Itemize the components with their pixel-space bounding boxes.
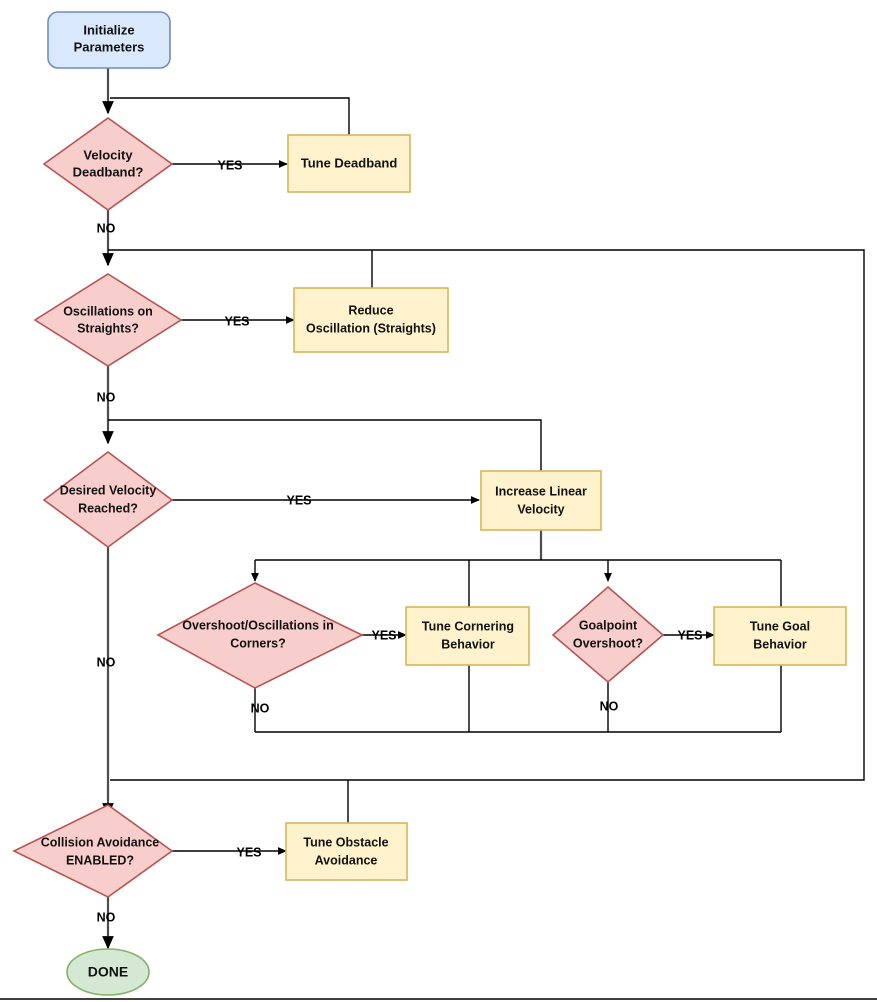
- node-desired-velocity-decision[interactable]: Desired Velocity Reached?: [42, 451, 174, 548]
- node-reduce-oscillation-label-2: Oscillation (Straights): [306, 321, 436, 335]
- node-tune-cornering-behavior[interactable]: Tune Cornering Behavior: [405, 606, 530, 666]
- node-increase-linear-velocity-shape: [480, 470, 602, 531]
- node-desired-velocity-label-2: Reached?: [78, 501, 138, 515]
- edge-label-no-collision: NO: [97, 910, 116, 924]
- edge-label-no-goalpoint: NO: [600, 699, 619, 713]
- node-tune-deadband-shape: [287, 134, 411, 193]
- node-desired-velocity-shape: [42, 451, 174, 548]
- edge-label-no-corners: NO: [251, 701, 270, 715]
- edge-label-yes-deadband: YES: [217, 158, 242, 172]
- node-initialize-parameters-shape: [47, 11, 171, 69]
- node-oscillations-straights-decision[interactable]: Oscillations on Straights?: [33, 273, 183, 367]
- node-tune-goal-shape: [713, 606, 847, 666]
- edge-label-yes-corners: YES: [371, 628, 396, 642]
- node-collision-avoidance-label-1: Collision Avoidance: [41, 835, 160, 849]
- node-tune-cornering-label-2: Behavior: [441, 637, 495, 651]
- edge-outer-return-loop: [108, 249, 865, 781]
- node-increase-linear-velocity[interactable]: Increase Linear Velocity: [480, 470, 602, 531]
- node-desired-velocity-label-1: Desired Velocity: [60, 483, 157, 497]
- edge-label-yes-collision: YES: [236, 845, 261, 859]
- node-goalpoint-overshoot-shape: [551, 585, 665, 684]
- node-overshoot-corners-label-2: Corners?: [230, 636, 286, 650]
- node-goalpoint-overshoot-label-1: Goalpoint: [579, 618, 638, 632]
- edge-deadband-return: [110, 97, 350, 135]
- node-oscillations-straights-label-2: Straights?: [77, 321, 139, 335]
- node-tune-obstacle-label-1: Tune Obstacle: [303, 835, 388, 849]
- node-velocity-deadband-decision[interactable]: Velocity Deadband?: [42, 117, 174, 211]
- node-tune-obstacle-shape: [285, 822, 408, 881]
- node-done-label: DONE: [88, 964, 128, 980]
- node-overshoot-corners-shape: [156, 582, 364, 689]
- node-velocity-deadband-shape: [42, 117, 174, 211]
- node-tune-goal-label-1: Tune Goal: [750, 619, 810, 633]
- node-increase-linear-velocity-label-1: Increase Linear: [495, 484, 587, 498]
- node-velocity-deadband-label-2: Deadband?: [73, 164, 144, 179]
- edge-label-yes-goalpoint: YES: [677, 628, 702, 642]
- node-tune-deadband-label-1: Tune Deadband: [301, 155, 398, 170]
- node-goalpoint-overshoot-decision[interactable]: Goalpoint Overshoot?: [551, 585, 665, 684]
- node-collision-avoidance-label-2: ENABLED?: [66, 853, 134, 867]
- node-increase-linear-velocity-label-2: Velocity: [517, 502, 564, 516]
- edge-label-no-oscillations: NO: [97, 390, 116, 404]
- node-oscillations-straights-shape: [33, 273, 183, 367]
- node-reduce-oscillation-shape: [293, 287, 449, 353]
- node-done[interactable]: DONE: [66, 948, 150, 996]
- node-reduce-oscillation-label-1: Reduce: [348, 303, 393, 317]
- node-tune-cornering-shape: [405, 606, 530, 666]
- edge-label-yes-velocity: YES: [286, 493, 311, 507]
- node-goalpoint-overshoot-label-2: Overshoot?: [573, 636, 643, 650]
- edge-label-yes-oscillations: YES: [224, 314, 249, 328]
- node-tune-goal-behavior[interactable]: Tune Goal Behavior: [713, 606, 847, 666]
- node-done-shape: [66, 948, 150, 996]
- node-tune-goal-label-2: Behavior: [753, 637, 807, 651]
- node-overshoot-corners-decision[interactable]: Overshoot/Oscillations in Corners?: [156, 582, 364, 689]
- node-initialize-parameters[interactable]: Initialize Parameters: [47, 11, 171, 69]
- node-velocity-deadband-label-1: Velocity: [83, 147, 133, 162]
- node-tune-obstacle-avoidance[interactable]: Tune Obstacle Avoidance: [285, 822, 408, 881]
- node-oscillations-straights-label-1: Oscillations on: [63, 304, 153, 318]
- node-tune-deadband[interactable]: Tune Deadband: [287, 134, 411, 193]
- node-initialize-parameters-label-2: Parameters: [74, 39, 145, 54]
- edge-label-no-velocity: NO: [97, 655, 116, 669]
- node-collision-avoidance-decision[interactable]: Collision Avoidance ENABLED?: [12, 804, 174, 898]
- node-tune-cornering-label-1: Tune Cornering: [422, 619, 514, 633]
- node-overshoot-corners-label-1: Overshoot/Oscillations in: [182, 618, 333, 632]
- node-reduce-oscillation-straights[interactable]: Reduce Oscillation (Straights): [293, 287, 449, 353]
- node-collision-avoidance-shape: [12, 804, 174, 898]
- edge-increase-velocity-return: [108, 419, 542, 471]
- edge-label-no-deadband: NO: [97, 221, 116, 235]
- node-initialize-parameters-label-1: Initialize: [83, 22, 134, 37]
- node-tune-obstacle-label-2: Avoidance: [315, 853, 378, 867]
